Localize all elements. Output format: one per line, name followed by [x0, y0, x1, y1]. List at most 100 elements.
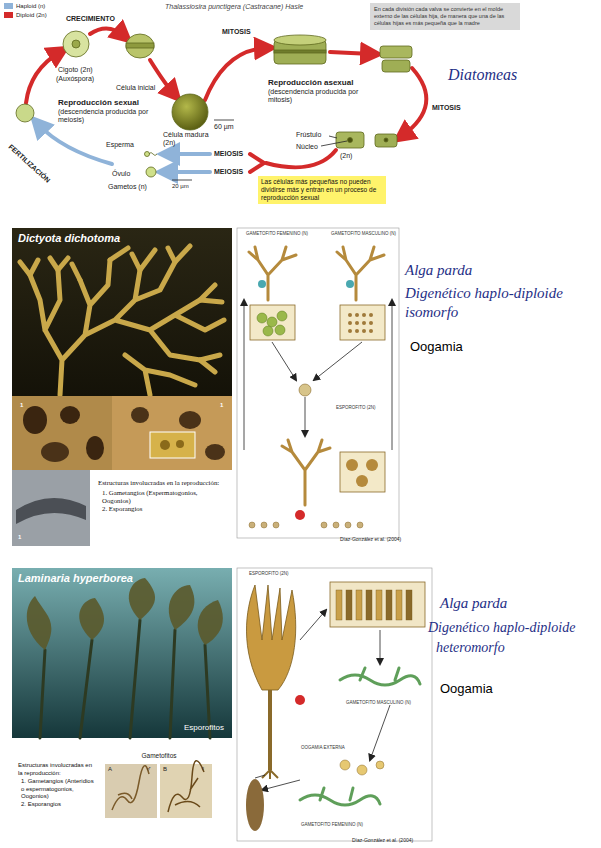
- diatom-cells: [380, 46, 412, 58]
- laminaria-life-cycle-figure: [246, 779, 264, 831]
- laminaria-life-cycle-figure: [255, 775, 265, 778]
- legend-text: Diploid (2n): [16, 12, 47, 18]
- diatom-cells: [375, 134, 397, 147]
- gametophyte-photos: [112, 766, 149, 810]
- laminaria-photo: [169, 585, 195, 630]
- node-text: 2. Esporangios: [21, 801, 98, 809]
- dictyota-photo: [60, 406, 80, 424]
- laminaria-photo: [12, 568, 232, 738]
- label: GAMETOFITO MASCULINO (N): [330, 231, 397, 236]
- dictyota-life-cycle-figure: [273, 522, 279, 528]
- dictyota-life-cycle-figure: [267, 317, 277, 327]
- scale-bars-and-leaders: [321, 141, 347, 146]
- laminaria-life-cycle-figure: [330, 582, 425, 627]
- diatom-cells: [149, 153, 157, 156]
- laminaria-life-cycle-figure: [300, 668, 420, 805]
- diatom-cycle-arrows: [166, 170, 210, 174]
- gametophyte-photos: [105, 764, 157, 818]
- diatom-cycle-arrows: [250, 154, 264, 172]
- diatom-cells: [145, 152, 150, 157]
- label: (Auxóspora): [56, 75, 94, 83]
- label: Digenético haplo-diploide: [405, 285, 563, 302]
- node-text: Dictyota dichotoma: [18, 232, 120, 244]
- diatom-cells: [382, 60, 410, 72]
- label: 1: [220, 402, 223, 409]
- label: OOGAMIA EXTERNA: [300, 745, 346, 750]
- label: ESPOROFITO (2N): [335, 405, 376, 410]
- dictyota-life-cycle-figure: [348, 329, 352, 333]
- label: 1: [18, 534, 21, 541]
- label: MITOSIS: [432, 104, 461, 112]
- dictyota-life-cycle-figure: [362, 321, 366, 325]
- dictyota-life-cycle-figure: [369, 313, 373, 317]
- label: Alga parda: [440, 595, 507, 612]
- laminaria-photo: [129, 578, 155, 620]
- dictyota-photo: [41, 442, 69, 462]
- node-text: Esporofitos: [184, 723, 224, 732]
- label: Óvulo: [112, 170, 130, 178]
- dictyota-photo: [20, 246, 222, 372]
- diatom-cells: [172, 94, 208, 130]
- diatom-cycle-arrows: [26, 52, 60, 103]
- label: GAMETOFITO FEMENINO (N): [245, 231, 309, 236]
- dictyota-life-cycle-figure: [337, 247, 384, 300]
- laminaria-photo: [12, 568, 232, 738]
- dictyota-life-cycle-figure: [321, 522, 327, 528]
- dictyota-life-cycle-figure: [355, 329, 359, 333]
- label: Frústulo: [296, 131, 321, 139]
- dictyota-life-cycle-figure: [355, 321, 359, 325]
- label: MEIOSIS: [214, 168, 243, 176]
- dictyota-life-cycle-figure: [277, 311, 287, 321]
- laminaria-life-cycle-figure: [237, 568, 432, 841]
- diatom-cycle-arrows: [38, 124, 112, 164]
- dictyota-life-cycle-figure: [263, 326, 273, 336]
- photo-panel: Dictyota dichotomaEstructuras involucrad…: [12, 228, 232, 546]
- dictyota-life-cycle-figure: [340, 305, 385, 340]
- diatom-cells: [16, 104, 34, 122]
- laminaria-photo: [40, 620, 210, 738]
- legend-row: Diploid (2n): [4, 12, 47, 18]
- diatom-cycle-arrows: [402, 68, 426, 136]
- node-text: 1. Gametangios (Anteridios o espermatogo…: [21, 778, 98, 801]
- laminaria-life-cycle-figure: [300, 788, 380, 805]
- dictyota-life-cycle-figure: [299, 384, 311, 396]
- dictyota-life-cycle-figure: [272, 342, 296, 380]
- label: (descendencia producida por meiosis): [58, 108, 153, 124]
- dictyota-life-cycle-figure: [305, 397, 306, 436]
- dictyota-photo: [150, 432, 195, 458]
- dictyota-photo: [160, 440, 170, 450]
- dictyota-photo: [20, 246, 224, 395]
- label: 60 µm: [214, 123, 234, 131]
- diatom-cells: [384, 138, 388, 142]
- node-text: En cada división cada valva se convierte…: [374, 6, 516, 27]
- diatom-cells: [126, 34, 154, 58]
- node-text: 2. Esporangios: [102, 505, 224, 513]
- node-text: Estructuras involucradas en la reproducc…: [98, 479, 224, 487]
- dictyota-life-cycle-figure: [257, 313, 267, 323]
- dictyota-photo: [90, 470, 232, 546]
- dictyota-life-cycle-figure: [369, 321, 373, 325]
- dictyota-life-cycle-figure: [362, 329, 366, 333]
- dictyota-life-cycle-figure: [392, 300, 393, 450]
- label: Cigoto (2n): [58, 66, 93, 74]
- dictyota-life-cycle-figure: [275, 325, 285, 335]
- laminaria-life-cycle-figure: [300, 610, 326, 640]
- dictyota-life-cycle-figure: [348, 313, 373, 333]
- dictyota-life-cycle-figure: [295, 510, 305, 520]
- dictyota-life-cycle-figure: [244, 300, 392, 450]
- laminaria-life-cycle-figure: [336, 590, 412, 620]
- dictyota-photo: [12, 470, 90, 546]
- label: ♀: [200, 765, 205, 773]
- label: ♂: [146, 765, 151, 773]
- label: Oogamia: [440, 682, 493, 697]
- laminaria-photo: [79, 598, 104, 640]
- dictyota-life-cycle-figure: [355, 313, 359, 317]
- dictyota-photo: [179, 411, 201, 429]
- laminaria-life-cycle-figure: [346, 590, 352, 620]
- dictyota-photo: [12, 396, 112, 470]
- node-text: Estructuras involucradas en la reproducc…: [18, 762, 98, 777]
- label: B: [163, 766, 167, 773]
- laminaria-photo: [27, 578, 223, 650]
